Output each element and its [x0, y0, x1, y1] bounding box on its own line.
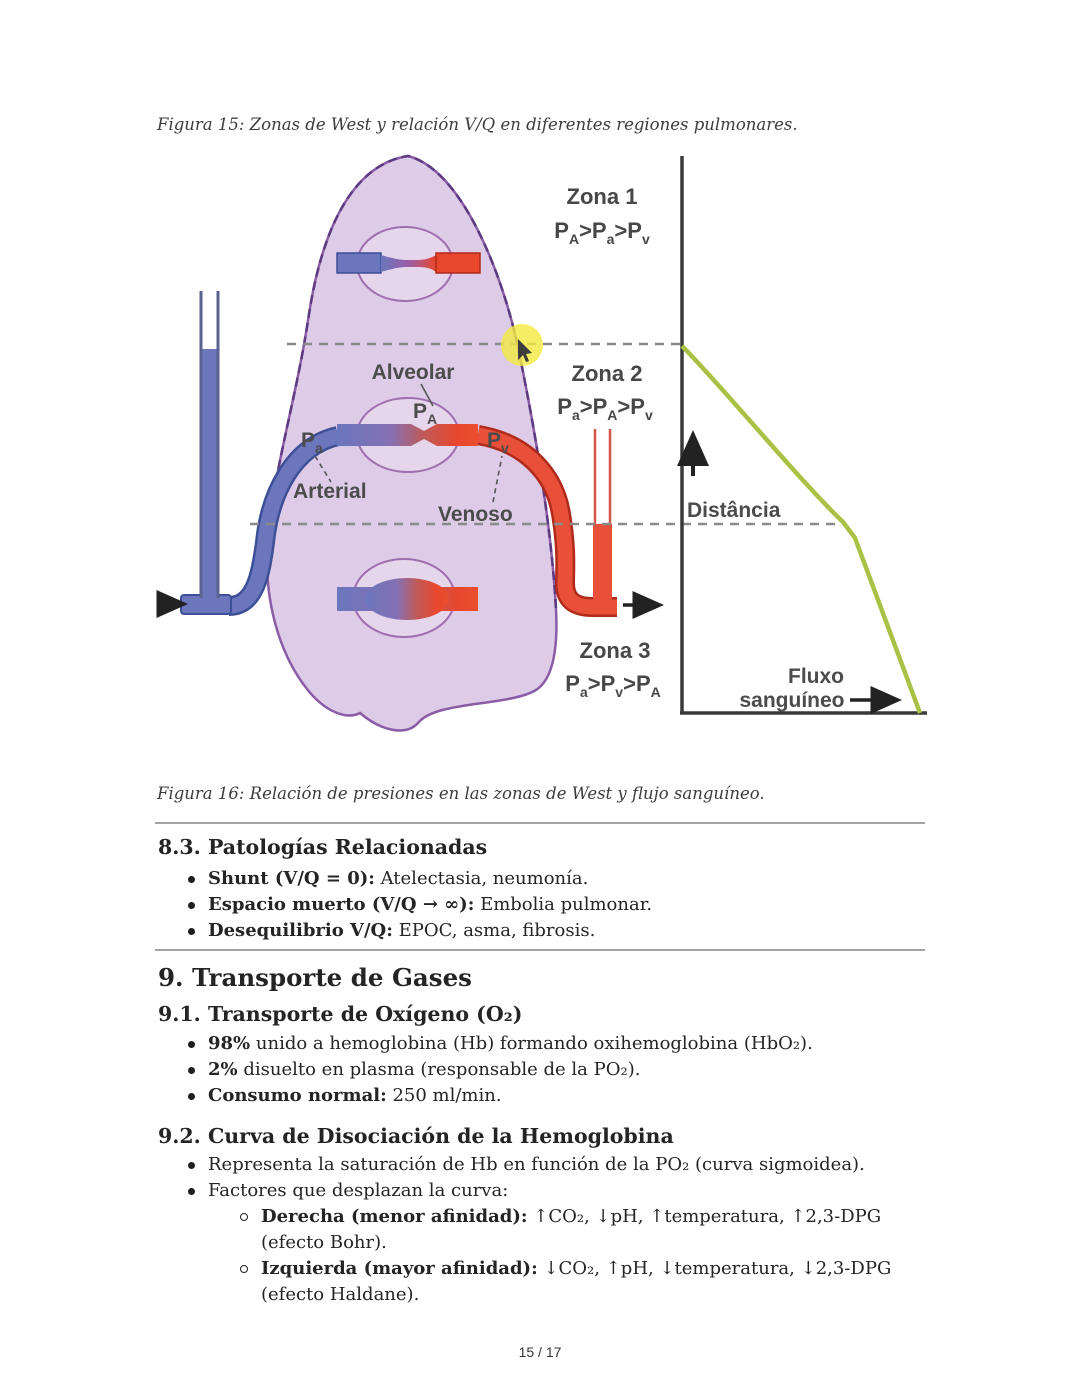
list-item: Factores que desplazan la curva: — [158, 1178, 933, 1204]
west-zones-figure: Zona 1 PA>Pa>Pv Zona 2 Pa>PA>Pv Zona 3 P… — [155, 146, 930, 748]
capillary-zone2 — [337, 424, 478, 446]
west-zones-diagram: Zona 1 PA>Pa>Pv Zona 2 Pa>PA>Pv Zona 3 P… — [156, 154, 927, 732]
zone1-pressure-relation: PA>Pa>Pv — [554, 218, 650, 247]
item-text: disuelto en plasma (responsable de la PO… — [237, 1059, 641, 1080]
item-lead: Shunt (V/Q = 0): — [208, 868, 375, 889]
cursor-highlight — [501, 324, 543, 366]
bullet-icon — [188, 1093, 195, 1100]
item-text: Factores que desplazan la curva: — [208, 1180, 509, 1201]
bullet-icon — [188, 902, 195, 909]
item-text: EPOC, asma, fibrosis. — [392, 920, 596, 941]
item-lead: 98% — [208, 1033, 251, 1054]
figure16-caption: Figura 16: Relación de presiones en las … — [157, 784, 765, 803]
item-lead: 2% — [208, 1059, 238, 1080]
heading-patologias: 8.3. Patologías Relacionadas — [158, 835, 488, 859]
pA-label: PA — [413, 400, 437, 427]
bullet-icon — [188, 1162, 195, 1169]
item-text: Representa la saturación de Hb en funció… — [208, 1154, 865, 1175]
capillary-zone1 — [336, 252, 481, 274]
item-text: Embolia pulmonar. — [474, 894, 653, 915]
mouse-cursor-icon — [518, 339, 532, 362]
capillary-zone3 — [337, 578, 478, 620]
arterial-vessel — [180, 291, 341, 616]
pa-label: Pa — [301, 429, 323, 456]
list-item: 98% unido a hemoglobina (Hb) formando ox… — [158, 1031, 933, 1057]
list-item: Shunt (V/Q = 0): Atelectasia, neumonía. — [158, 866, 933, 892]
open-bullet-icon — [240, 1265, 248, 1273]
item-text: 250 ml/min. — [386, 1085, 502, 1106]
item-text: unido a hemoglobina (Hb) formando oxihem… — [250, 1033, 813, 1054]
list-item: Espacio muerto (V/Q → ∞): Embolia pulmon… — [158, 892, 933, 918]
zone3-label: Zona 3 — [580, 638, 651, 663]
item-lead: Espacio muerto (V/Q → ∞): — [208, 894, 475, 915]
zone1-label: Zona 1 — [567, 184, 638, 209]
fluxo-label-line2: sanguíneo — [739, 689, 844, 712]
list-item: 2% disuelto en plasma (responsable de la… — [158, 1057, 933, 1083]
venoso-leader — [492, 455, 503, 503]
item-lead: Izquierda (mayor afinidad): — [261, 1258, 538, 1279]
section-divider — [155, 822, 925, 824]
blood-flow-curve — [680, 344, 923, 714]
curva-list: Representa la saturación de Hb en funció… — [158, 1152, 933, 1308]
bullet-icon — [188, 1188, 195, 1195]
heading-transporte-gases: 9. Transporte de Gases — [158, 963, 472, 992]
zone2-label: Zona 2 — [572, 361, 643, 386]
heading-transporte-oxigeno: 9.1. Transporte de Oxígeno (O₂) — [158, 1002, 523, 1026]
bullet-icon — [188, 1041, 195, 1048]
heading-curva-disociacion: 9.2. Curva de Disociación de la Hemoglob… — [158, 1124, 674, 1148]
bullet-icon — [188, 876, 195, 883]
item-lead: Derecha (menor afinidad): — [261, 1206, 528, 1227]
section-divider — [155, 949, 925, 951]
fluxo-label-line1: Fluxo — [788, 665, 844, 688]
pv-label: Pv — [487, 429, 509, 456]
zone2-pressure-relation: Pa>PA>Pv — [557, 394, 653, 423]
item-lead: Consumo normal: — [208, 1085, 387, 1106]
zone3-pressure-relation: Pa>Pv>PA — [565, 671, 661, 700]
alveolar-leader — [420, 383, 434, 407]
bullet-icon — [188, 928, 195, 935]
open-bullet-icon — [240, 1213, 248, 1221]
oxigeno-list: 98% unido a hemoglobina (Hb) formando ox… — [158, 1031, 933, 1109]
venous-vessel — [476, 425, 617, 617]
arterial-label: Arterial — [293, 480, 367, 503]
sublist-item: Derecha (menor afinidad): ↑CO₂, ↓pH, ↑te… — [158, 1204, 933, 1256]
bullet-icon — [188, 1067, 195, 1074]
page-number: 15 / 17 — [518, 1344, 562, 1360]
list-item: Consumo normal: 250 ml/min. — [158, 1083, 933, 1109]
list-item: Representa la saturación de Hb en funció… — [158, 1152, 933, 1178]
venoso-label: Venoso — [438, 503, 513, 526]
item-text: ↑CO₂, ↓pH, ↑temperatura, ↑2,3-DPG (efect… — [261, 1206, 882, 1253]
distancia-label: Distância — [687, 499, 781, 522]
item-text: Atelectasia, neumonía. — [374, 868, 589, 889]
figure15-caption: Figura 15: Zonas de West y relación V/Q … — [157, 115, 798, 134]
list-item: Desequilibrio V/Q: EPOC, asma, fibrosis. — [158, 918, 933, 944]
sublist-item: Izquierda (mayor afinidad): ↓CO₂, ↑pH, ↓… — [158, 1256, 933, 1308]
alveolar-label: Alveolar — [372, 361, 455, 384]
item-lead: Desequilibrio V/Q: — [208, 920, 393, 941]
patologias-list: Shunt (V/Q = 0): Atelectasia, neumonía. … — [158, 866, 933, 944]
item-text: ↓CO₂, ↑pH, ↓temperatura, ↓2,3-DPG (efect… — [261, 1258, 892, 1305]
